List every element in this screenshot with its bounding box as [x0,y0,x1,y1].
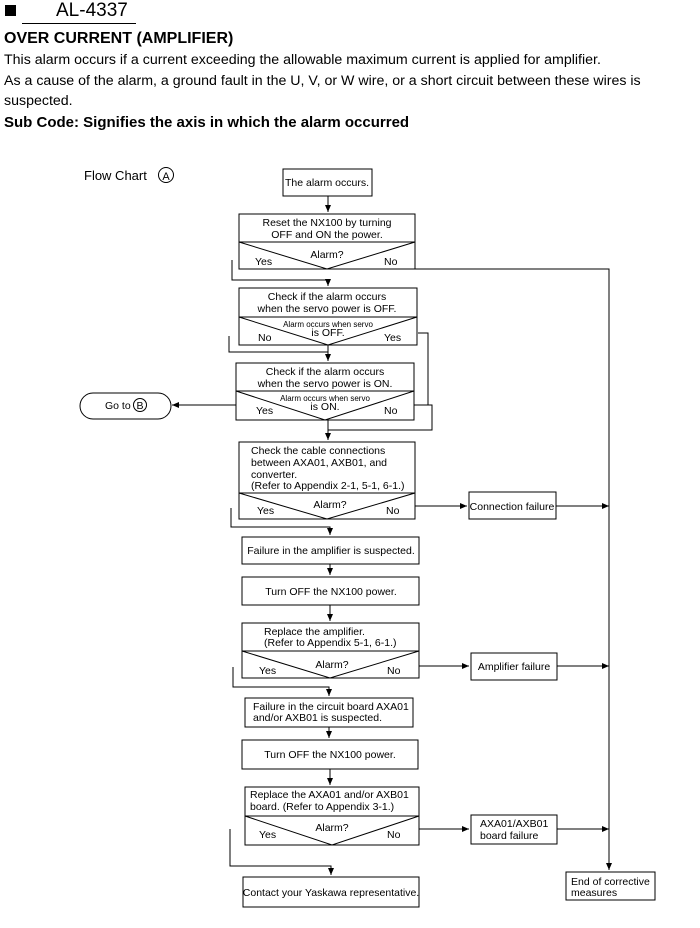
connection-failure-text: Connection failure [470,501,555,513]
contact-text: Contact your Yaskawa representative. [243,887,419,899]
sub-code-note: Sub Code: Signifies the axis in which th… [4,114,410,131]
replace-board-text-1: Replace the AXA01 and/or AXB01 [250,789,409,801]
goto-circle-b: B [136,400,143,412]
reset-text-1: Reset the NX100 by turning [263,217,392,229]
reset-question: Alarm? [310,249,343,261]
servo-on-no: No [384,405,398,417]
servo-on-text-2: when the servo power is ON. [257,378,393,390]
replace-board-question: Alarm? [315,822,348,834]
goto-b-pill [79,392,172,420]
replace-amp-text-1: Replace the amplifier. [264,626,365,638]
board-failure-text-1: AXA01/AXB01 [480,818,548,830]
bullet-square-icon [5,5,16,16]
end-text-2: measures [571,887,617,899]
replace-board-text-2: board. (Refer to Appendix 3-1.) [250,801,394,813]
replace-board-yes: Yes [259,829,276,841]
amplifier-failure-text: Amplifier failure [478,661,551,673]
cable-text-4: (Refer to Appendix 2-1, 5-1, 6-1.) [251,480,405,492]
servo-off-question-1: Alarm occurs when servo [283,320,373,329]
flow-chart-label: Flow Chart [84,168,147,183]
replace-amp-no: No [387,665,401,677]
start-text: The alarm occurs. [285,177,369,189]
cable-yes: Yes [257,505,274,517]
replace-amp-question: Alarm? [315,659,348,671]
servo-off-question-2: is OFF. [311,327,344,339]
servo-off-text-2: when the servo power is OFF. [257,303,397,315]
servo-on-text-1: Check if the alarm occurs [266,366,384,378]
servo-off-yes: Yes [384,332,401,344]
cable-text-1: Check the cable connections [251,445,385,457]
replace-amp-text-2: (Refer to Appendix 5-1, 6-1.) [264,637,397,649]
servo-on-question-2: is ON. [310,401,339,413]
turn-off-text-2: Turn OFF the NX100 power. [264,749,396,761]
reset-no: No [384,256,398,268]
description-line-2: As a cause of the alarm, a ground fault … [4,73,641,89]
cable-question: Alarm? [313,499,346,511]
servo-on-question-1: Alarm occurs when servo [280,394,370,403]
replace-amp-yes: Yes [259,665,276,677]
goto-text: Go to [105,400,131,412]
flow-chart-circle-a: A [162,171,170,183]
header-rule [22,23,136,24]
contact-box [242,876,420,908]
cable-no: No [386,505,400,517]
description-line-3: suspected. [4,93,73,109]
end-text-1: End of corrective [571,876,650,888]
reset-yes: Yes [255,256,272,268]
servo-off-text-1: Check if the alarm occurs [268,291,386,303]
board-suspect-text-2: and/or AXB01 is suspected. [253,712,382,724]
reset-text-2: OFF and ON the power. [271,229,382,241]
description-line-1: This alarm occurs if a current exceeding… [4,52,601,68]
replace-board-no: No [387,829,401,841]
servo-off-no: No [258,332,272,344]
alarm-code: AL-4337 [56,0,128,21]
board-failure-text-2: board failure [480,830,539,842]
cable-text-3: converter. [251,469,297,481]
cable-text-2: between AXA01, AXB01, and [251,457,387,469]
amplifier-suspect-text: Failure in the amplifier is suspected. [247,545,415,557]
alarm-title: OVER CURRENT (AMPLIFIER) [4,30,234,47]
turn-off-text-1: Turn OFF the NX100 power. [265,586,397,598]
board-suspect-text-1: Failure in the circuit board AXA01 [253,701,409,713]
end-box [565,871,656,901]
servo-on-yes: Yes [256,405,273,417]
